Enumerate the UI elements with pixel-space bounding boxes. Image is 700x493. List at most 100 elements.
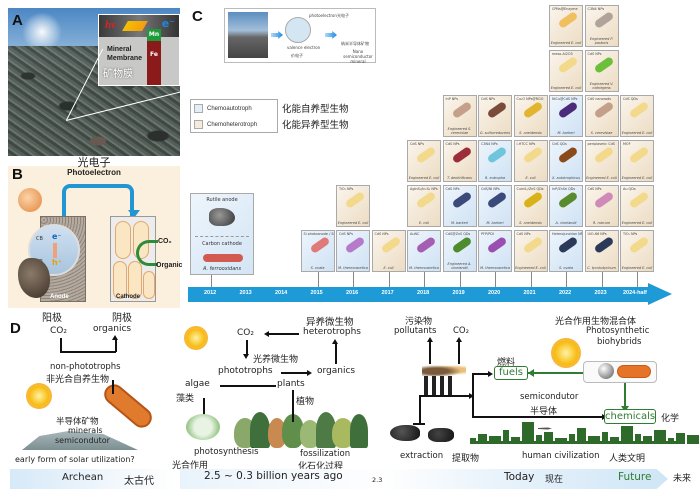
nanomaterial-label: periplasmic CdS: [587, 142, 615, 146]
today-co2-label: CO₂: [453, 326, 470, 336]
bacterium-cell: [113, 261, 127, 299]
fuels-box: fuels: [494, 366, 528, 380]
nanomaterial-label: CdS NPs: [374, 232, 389, 236]
organism-label: M. thermoacetica: [409, 266, 439, 270]
photoelectron-arrow: [62, 184, 134, 216]
organism-label: E. coli: [418, 221, 430, 225]
era-band-archean: [10, 469, 178, 489]
legend-label: Chemoautotroph: [207, 105, 252, 112]
organism-label: Engineered E. coli: [550, 86, 582, 90]
panel-letter-b: B: [12, 166, 23, 183]
nanomaterial-label: CdS/Ni NPs: [481, 187, 500, 191]
middle-era-label: 2.5 ~ 0.3 billion years ago: [204, 470, 343, 482]
microbe-icon: [593, 235, 614, 255]
nanomaterial-label: Si photoanode / Si Cathode: [303, 232, 335, 236]
microbe-icon: [593, 190, 614, 210]
organism-label: M. thermoacetica: [338, 266, 368, 270]
building: [522, 422, 534, 444]
chimney: [432, 376, 436, 396]
oil-barrel-icon: [390, 425, 420, 441]
divider: [195, 236, 249, 237]
building: [621, 426, 633, 444]
biohybrids-label-line1: Photosynthetic: [586, 326, 650, 336]
nanomaterial-label: InP/ZnSe QDs: [552, 187, 576, 191]
flow-arrow-icon: [271, 31, 283, 39]
photoelectron-arrowhead: [128, 210, 140, 218]
era-band-today: [382, 469, 668, 489]
mineral-label: Mineral: [107, 46, 132, 53]
bacterium-cell: [128, 261, 142, 299]
nanomaterial-label: Au QDs: [623, 187, 636, 191]
organism-label: M. barkeri: [557, 131, 575, 135]
connector: [203, 398, 205, 418]
photoelectron-title: Photoelectron: [67, 168, 121, 177]
minerals-label: minerals: [68, 426, 103, 435]
nanomaterial-label: AgInS₂/In₂S₃ NPs: [410, 187, 438, 191]
year-tick-label: 2021: [523, 290, 536, 296]
arrow-left: [264, 331, 269, 337]
forest-icon: [234, 410, 374, 448]
legend-item-chemoautotroph: Chemoautotroph: [194, 104, 252, 113]
microbe-icon: [522, 100, 543, 120]
year-tick-label: 2015: [310, 290, 323, 296]
timeline-card: AgInS₂/In₂S₃ NPs E. coli: [407, 185, 441, 227]
phototrophs-label: phototrophs: [218, 366, 273, 376]
organism-label: Engineered E. coli: [550, 41, 582, 45]
panel-letter-d: D: [10, 320, 21, 337]
photoelectron-cn-label: 光电子: [337, 13, 349, 18]
bacterium-icon: [617, 365, 651, 378]
sun-icon: [28, 385, 50, 407]
organism-label: G. sulfurreducens: [479, 131, 511, 135]
microbe-icon: [415, 190, 437, 210]
photoelectron-cn-title: 光电子: [77, 156, 111, 169]
anode-label: Anode: [50, 294, 69, 300]
building: [610, 437, 619, 444]
year-tick-label: 2014: [275, 290, 288, 296]
microbe-icon: [344, 190, 366, 210]
tree: [282, 414, 304, 448]
heterotrophs-label: heterotrophs: [303, 327, 361, 337]
organism-label: M. thermoacetica: [480, 266, 510, 270]
connector: [115, 340, 117, 352]
card-stem: [637, 272, 638, 287]
chimney: [440, 376, 444, 396]
microbe-icon: [522, 190, 543, 210]
nanomaterial-label: CdS QDs: [552, 142, 567, 146]
organism-label: R. eutropha: [485, 176, 505, 180]
hole-label: h⁺: [52, 258, 62, 267]
plants-label: plants: [277, 379, 305, 389]
connector: [419, 395, 421, 423]
microbe-icon: [309, 235, 330, 255]
microbe-icon: [486, 190, 508, 210]
photoelectron-label: photoelectron: [309, 13, 337, 18]
fossilization-cn-label: 化石化过程: [298, 462, 344, 472]
connector: [246, 340, 248, 354]
middle-organics-label: organics: [317, 366, 356, 376]
organism-label: Engineered E. coli: [621, 131, 653, 135]
building: [478, 434, 487, 444]
card-stem: [459, 272, 461, 287]
solar-utilization-question: early form of solar utilization?: [15, 455, 135, 464]
carbon-cathode-label: Carbon cathode: [202, 241, 242, 247]
organism-label: Engineered A. vinelandii: [447, 262, 472, 270]
semiconductor-mineral-cn-label: 半导体矿物: [56, 417, 99, 427]
year-tick-label: 2020: [488, 290, 501, 296]
nanomaterial-label: Heterojunction NPs: [552, 232, 583, 236]
microbe-icon: [628, 100, 650, 120]
organism-label: M. barkeri: [450, 221, 469, 225]
future-cn-label: 未来: [673, 474, 692, 484]
tree: [332, 418, 354, 448]
